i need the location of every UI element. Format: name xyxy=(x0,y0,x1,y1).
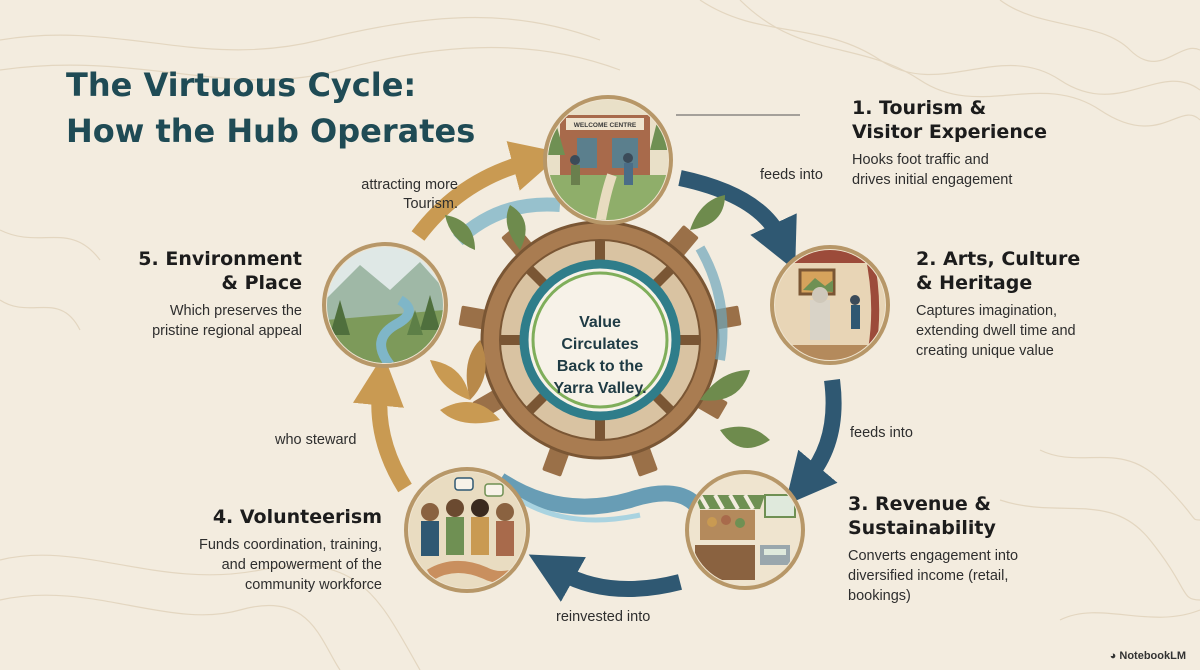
volunteerism-vignette xyxy=(404,467,530,593)
stage-5-label: 5. Environment & Place Which preserves t… xyxy=(138,247,302,341)
center-badge xyxy=(519,259,681,421)
stage-2-title: 2. Arts, Culture & Heritage xyxy=(916,247,1080,295)
stage-5-title-line: 5. Environment xyxy=(138,248,302,270)
stage-2-label: 2. Arts, Culture & Heritage Captures ima… xyxy=(916,247,1080,361)
connector-text: reinvested into xyxy=(556,609,651,625)
stage-3-desc-line: diversified income (retail, xyxy=(848,568,1009,584)
notebooklm-logo-icon: ◕ xyxy=(1109,650,1117,662)
arrow-tourism-to-arts xyxy=(678,170,797,271)
stage-2-description: Captures imagination, extending dwell ti… xyxy=(916,301,1080,361)
stage-5-title: 5. Environment & Place xyxy=(138,247,302,295)
stage-3-title-line: 3. Revenue & xyxy=(848,493,991,515)
stage-3-label: 3. Revenue & Sustainability Converts eng… xyxy=(848,492,1018,606)
center-line: Back to the xyxy=(556,358,644,375)
stage-2-title-line: 2. Arts, Culture xyxy=(916,248,1081,270)
stage-2-desc-line: creating unique value xyxy=(916,343,1054,359)
center-line: Yarra Valley. xyxy=(553,380,647,397)
revenue-vignette xyxy=(685,470,805,590)
connector-label-3-4: reinvested into xyxy=(556,608,650,627)
title-line-1: The Virtuous Cycle: xyxy=(66,66,417,104)
stage-4-title-line: 4. Volunteerism xyxy=(212,506,382,528)
connector-label-5-1: attracting more Tourism. xyxy=(361,176,458,214)
stage-5-desc-line: Which preserves the xyxy=(169,303,302,319)
stage-4-title: 4. Volunteerism xyxy=(199,505,382,529)
stage-2-desc-line: extending dwell time and xyxy=(916,323,1076,339)
connector-text: attracting more xyxy=(361,177,458,193)
arrow-volunteerism-to-environment xyxy=(353,354,412,493)
stage-5-title-line: & Place xyxy=(221,272,302,294)
stage-1-title: 1. Tourism & Visitor Experience xyxy=(852,96,1047,144)
stage-1-desc-line: Hooks foot traffic and xyxy=(852,152,989,168)
title-line-2: How the Hub Operates xyxy=(66,112,476,150)
stage-1-description: Hooks foot traffic and drives initial en… xyxy=(852,150,1047,190)
center-line: Value xyxy=(579,314,621,331)
page-title: The Virtuous Cycle: How the Hub Operates xyxy=(66,62,475,154)
stage-3-title: 3. Revenue & Sustainability xyxy=(848,492,1018,540)
stage-4-desc-line: and empowerment of the xyxy=(221,557,382,573)
stage-4-desc-line: Funds coordination, training, xyxy=(199,537,382,553)
connector-label-4-5: who steward xyxy=(275,431,356,450)
stage-2-desc-line: Captures imagination, xyxy=(916,303,1058,319)
stage-1-title-line: Visitor Experience xyxy=(852,121,1047,143)
stage-3-desc-line: Converts engagement into xyxy=(848,548,1019,564)
connector-text: feeds into xyxy=(850,425,913,441)
stage-3-desc-line: bookings) xyxy=(848,588,911,604)
stage-1-title-line: 1. Tourism & xyxy=(852,97,987,119)
stage-2-title-line: & Heritage xyxy=(916,272,1033,294)
brand-name: NotebookLM xyxy=(1119,650,1186,662)
brand-watermark: ◕NotebookLM xyxy=(1110,650,1186,662)
stage-1-desc-line: drives initial engagement xyxy=(852,172,1013,188)
center-message: Value Circulates Back to the Yarra Valle… xyxy=(549,312,651,400)
leaf-decoration xyxy=(430,195,770,448)
welcome-sign-text: WELCOME CENTRE xyxy=(574,122,637,129)
stage-5-description: Which preserves the pristine regional ap… xyxy=(138,301,302,341)
stage-3-description: Converts engagement into diversified inc… xyxy=(848,546,1018,606)
arts-vignette xyxy=(770,245,890,365)
arrow-revenue-to-volunteerism xyxy=(528,554,682,602)
stage-1-label: 1. Tourism & Visitor Experience Hooks fo… xyxy=(852,96,1047,190)
stage-4-desc-line: community workforce xyxy=(245,577,382,593)
stage-4-description: Funds coordination, training, and empowe… xyxy=(199,535,382,595)
connector-text: who steward xyxy=(275,432,357,448)
stage-4-label: 4. Volunteerism Funds coordination, trai… xyxy=(199,505,382,595)
connector-text: feeds into xyxy=(760,167,823,183)
stage-5-desc-line: pristine regional appeal xyxy=(152,323,302,339)
connector-label-1-2: feeds into xyxy=(760,166,823,185)
connector-text: Tourism. xyxy=(403,196,458,212)
connector-label-2-3: feeds into xyxy=(850,424,913,443)
tourism-vignette: WELCOME CENTRE xyxy=(543,95,673,225)
environment-vignette xyxy=(322,242,448,368)
stage-3-title-line: Sustainability xyxy=(848,517,996,539)
arrow-environment-to-tourism xyxy=(411,141,563,241)
center-line: Circulates xyxy=(561,336,639,353)
arrow-arts-to-revenue xyxy=(784,378,842,506)
